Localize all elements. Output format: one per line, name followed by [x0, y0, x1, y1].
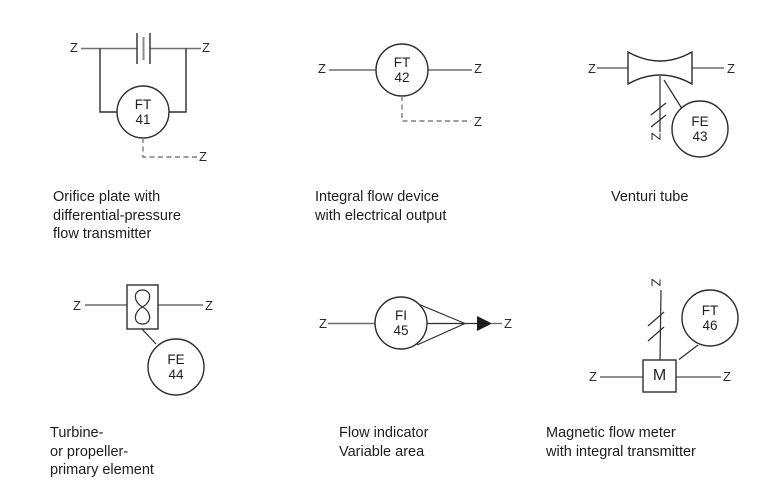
caption-line: Orifice plate with: [53, 189, 161, 205]
turbine-rotor-figure8: [134, 289, 151, 325]
pipe-end-label: Z: [73, 298, 81, 313]
signal-end-label: Z: [474, 114, 482, 129]
instrument-tag-ft41: FT 41: [117, 86, 169, 138]
electric-signal-line: [401, 96, 471, 122]
tag-letters: FE: [691, 114, 709, 129]
slash-mark: [647, 326, 665, 342]
instrument-tag-fe44: FE 44: [150, 341, 202, 393]
instrument-tag-fe43: FE 43: [674, 103, 726, 155]
instrument-bubble-fi45: [374, 296, 428, 350]
electric-signal-line: [142, 138, 197, 158]
signal-end-label: Z: [199, 149, 207, 164]
tag-letters: FT: [393, 55, 411, 70]
tag-number: 44: [168, 367, 184, 382]
tag-number: 46: [702, 318, 718, 333]
pipe-end-label: Z: [202, 40, 210, 55]
instrument-bubble-fe43: [671, 100, 729, 158]
caption-magnetic-flow-meter: Magnetic flow meter with integral transm…: [546, 424, 696, 461]
caption-line: differential-pressure: [53, 207, 181, 224]
caption-line: Turbine-: [50, 425, 104, 441]
caption-line: or propeller-: [50, 443, 129, 460]
connector-line: [141, 328, 157, 345]
connector-line: [678, 344, 699, 360]
tag-letters: FI: [395, 308, 407, 323]
pipe-end-label: Z: [504, 316, 512, 331]
symbol-integral-flow-device: [329, 43, 472, 122]
symbol-venturi-tube: [597, 50, 729, 158]
tag-number: 45: [393, 323, 409, 338]
tag-letters: FT: [701, 303, 719, 318]
caption-orifice-plate: Orifice plate with differential-pressure…: [53, 188, 181, 244]
caption-line: Integral flow device: [315, 189, 440, 205]
caption-flow-indicator: Flow indicator Variable area: [339, 424, 428, 461]
caption-line: primary element: [50, 462, 154, 478]
pipe-end-label: Z: [70, 40, 78, 55]
caption-line: flow transmitter: [53, 226, 152, 242]
pipe-end-label: Z: [474, 61, 482, 76]
pipe-end-label: Z: [318, 61, 326, 76]
instrument-tag-fi45: FI 45: [375, 297, 427, 349]
caption-line: Flow indicator: [339, 425, 429, 441]
slash-mark: [650, 102, 667, 116]
venturi-body: [627, 50, 693, 86]
capillary-end-label: Z: [648, 278, 664, 287]
instrument-bubble-ft46: [681, 289, 739, 347]
capillary-line: [659, 289, 662, 361]
instrument-bubble-fe44: [147, 338, 205, 396]
pipe-end-label: Z: [319, 316, 327, 331]
tag-letters: FE: [167, 352, 185, 367]
caption-turbine-element: Turbine- or propeller- primary element: [50, 424, 154, 480]
caption-line: Magnetic flow meter: [546, 425, 676, 441]
flow-arrowhead: [477, 316, 492, 331]
tag-number: 41: [135, 112, 151, 127]
pipe-end-label: Z: [727, 61, 735, 76]
caption-integral-flow-device: Integral flow device with electrical out…: [315, 188, 446, 225]
caption-line: Venturi tube: [611, 189, 689, 205]
pipe-end-label: Z: [723, 369, 731, 384]
cone-lower-line: [416, 322, 466, 346]
slash-mark: [647, 311, 665, 327]
slash-mark: [650, 114, 667, 128]
symbol-orifice-plate: [81, 33, 201, 158]
pipe-end-label: Z: [205, 298, 213, 313]
instrument-tag-ft46: FT 46: [684, 292, 736, 344]
tag-number: 42: [394, 70, 410, 85]
pipe-end-label: Z: [589, 369, 597, 384]
symbol-variable-area-indicator: [328, 296, 502, 350]
caption-line: with integral transmitter: [546, 443, 696, 460]
caption-venturi-tube: Venturi tube: [611, 188, 688, 207]
tag-letters: FT: [134, 97, 152, 112]
pipe-end-label: Z: [588, 61, 596, 76]
caption-line: with electrical output: [315, 207, 447, 224]
tag-number: 43: [692, 129, 708, 144]
symbol-magnetic-flow-meter: [600, 289, 739, 393]
symbol-turbine-element: [85, 284, 205, 396]
capillary-end-label: Z: [648, 132, 664, 141]
connector-line: [663, 79, 685, 113]
magnetic-meter-box: [642, 359, 677, 393]
caption-line: Variable area: [339, 443, 425, 460]
magnetic-meter-label: M: [652, 367, 667, 384]
instrument-tag-ft42: FT 42: [376, 44, 428, 96]
